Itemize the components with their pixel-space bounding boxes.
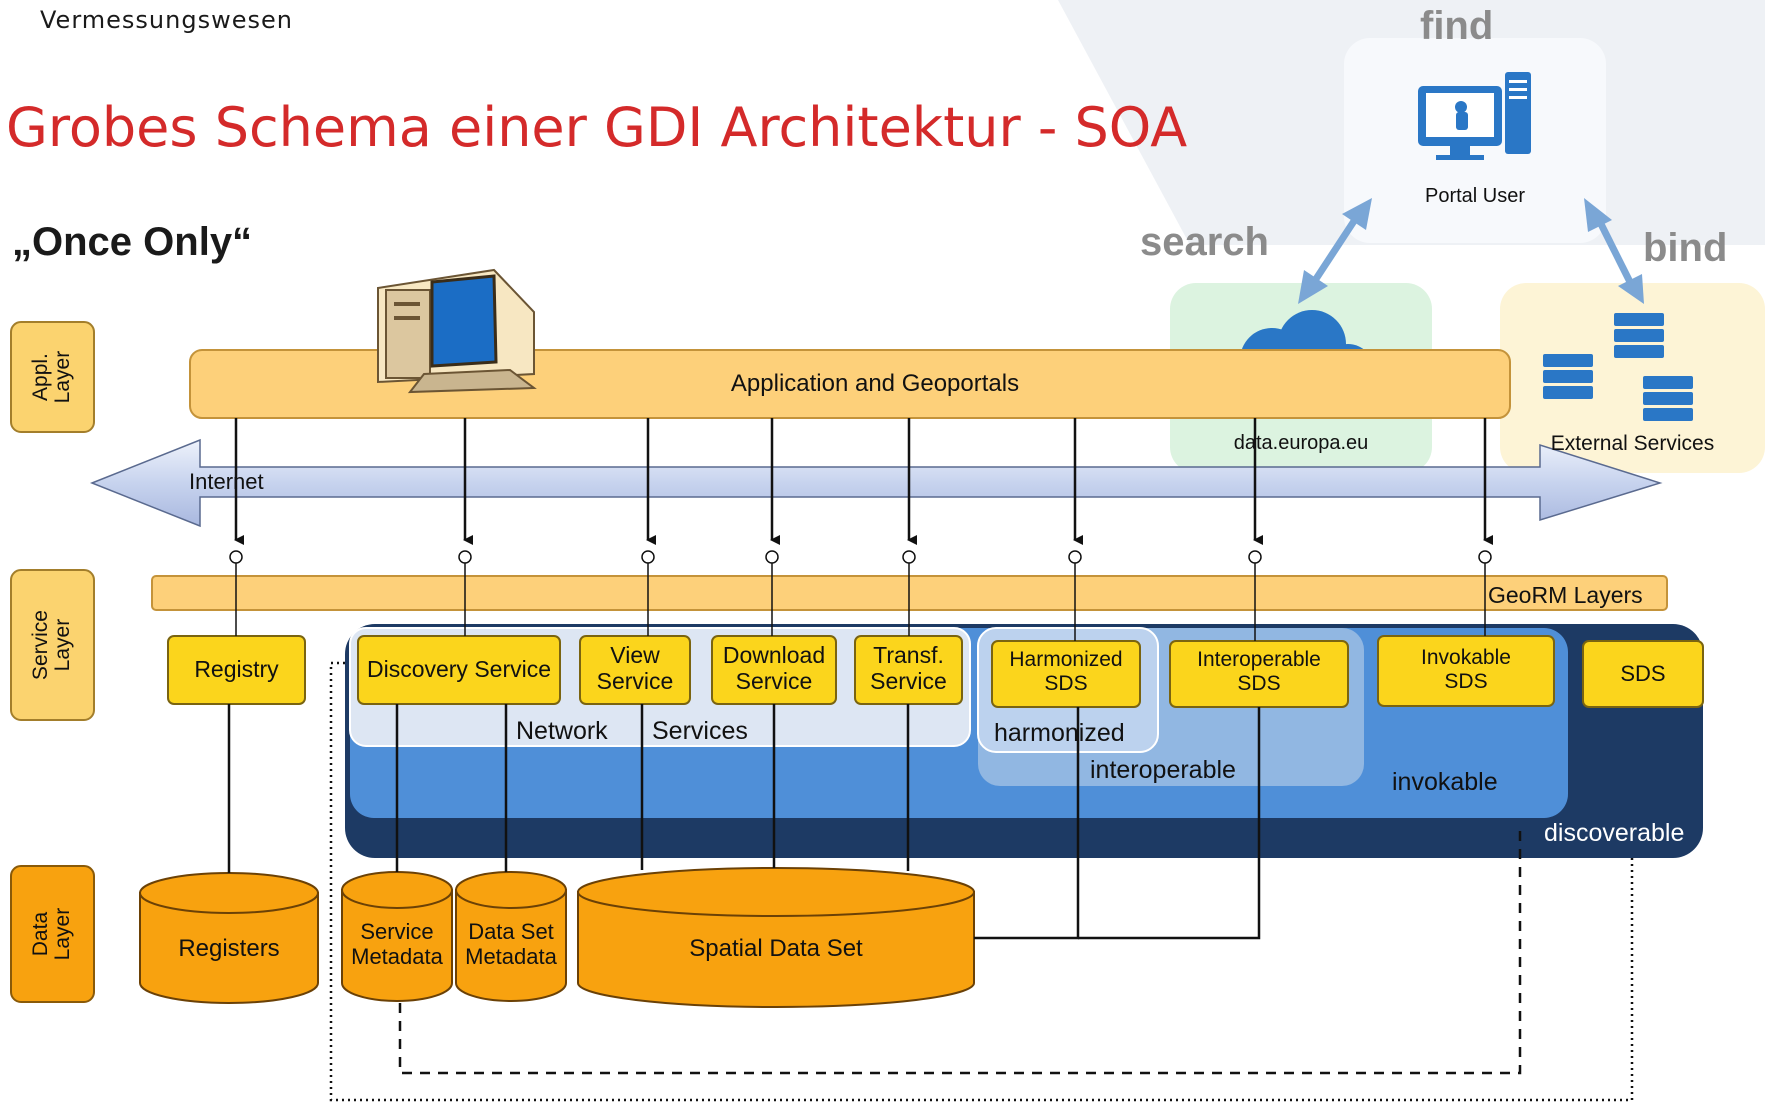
harmonized-label: harmonized	[994, 719, 1125, 747]
page-title: Grobes Schema einer GDI Architektur - SO…	[6, 96, 1188, 159]
external-services-label: External Services	[1550, 432, 1715, 455]
data-connectors	[227, 704, 1261, 940]
dotted-discoverable-loop	[329, 661, 1634, 1102]
discovery-service-box	[357, 635, 561, 705]
view-service-box	[579, 635, 691, 705]
sds-label: SDS	[1620, 661, 1666, 686]
bind-label: bind	[1643, 226, 1728, 270]
network-label: Network	[516, 717, 608, 745]
registers-cylinder	[139, 872, 319, 1004]
discoverable-label: discoverable	[1544, 819, 1685, 847]
portal-user-label: Portal User	[1424, 185, 1526, 207]
invokable-label: invokable	[1392, 768, 1498, 796]
internet-label: Internet	[189, 469, 264, 494]
data-set-metadata-cylinder	[455, 871, 567, 1002]
application-layer-label: Appl.Layer	[29, 350, 75, 404]
service-layer-box	[10, 569, 95, 721]
computer-icon	[377, 268, 537, 394]
sds-box	[1582, 640, 1704, 708]
search-arrow	[1298, 198, 1372, 304]
internet-arrow	[89, 438, 1663, 528]
services-label: Services	[652, 717, 748, 745]
georm-label: GeoRM Layers	[1488, 582, 1643, 608]
service-metadata-cylinder	[341, 871, 453, 1002]
discovery-service-label: Discovery Service	[366, 656, 552, 682]
spatial-data-set-label: Spatial Data Set	[689, 935, 863, 962]
server-icon	[1543, 313, 1693, 421]
find-label: find	[1420, 4, 1494, 48]
transf-service-label: Transf.Service	[870, 642, 947, 695]
external-services-box	[1500, 283, 1765, 473]
portal-user-icon	[1418, 72, 1531, 160]
search-label: search	[1140, 220, 1269, 264]
invokable-sds-box	[1377, 635, 1555, 707]
organization-name: Vermessungswesen	[40, 6, 293, 34]
harmonized-sds-box	[991, 640, 1141, 708]
application-layer-box	[10, 321, 95, 433]
page-subtitle: „Once Only“	[12, 220, 253, 264]
registry-label: Registry	[194, 656, 279, 682]
interoperable-label: interoperable	[1090, 756, 1236, 784]
data-layer-box	[10, 865, 95, 1003]
data-portal-label: data.europa.eu	[1233, 432, 1369, 454]
bind-arrow	[1584, 198, 1644, 304]
spatial-data-set-cylinder	[577, 867, 975, 1008]
application-bar-label: Application and Geoportals	[730, 370, 1020, 397]
service-connectors	[229, 418, 1493, 641]
registers-label: Registers	[178, 935, 280, 962]
dashed-metadata-loop	[398, 830, 1522, 1075]
